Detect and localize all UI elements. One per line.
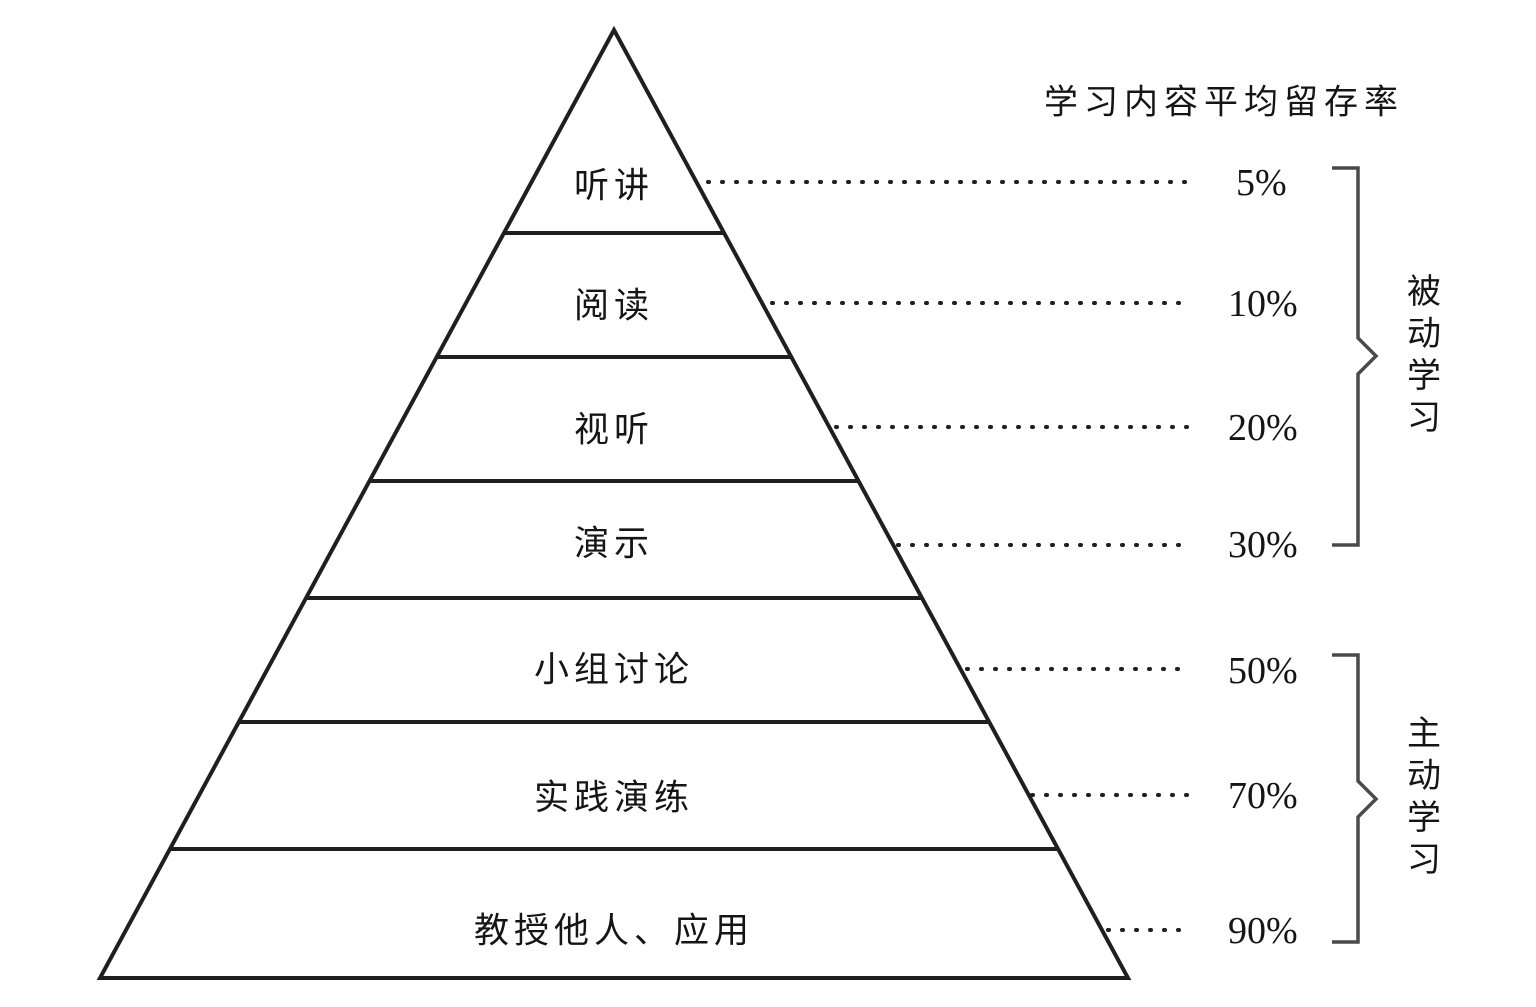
pyramid-level-label-1: 听讲	[573, 166, 655, 207]
group-label-active-learning: 主动学习	[1400, 715, 1441, 883]
pyramid-level-label-2: 阅读	[573, 286, 655, 327]
pyramid-level-label-4: 演示	[573, 524, 655, 565]
chart-title: 学习内容平均留存率	[1044, 82, 1404, 123]
pyramid-outline	[96, 25, 1132, 980]
active-group-brace	[1332, 653, 1379, 944]
retention-value-2: 10%	[1228, 283, 1298, 325]
retention-value-3: 20%	[1228, 407, 1298, 449]
pyramid-level-label-5: 小组讨论	[533, 650, 695, 691]
retention-value-1: 5%	[1236, 162, 1287, 204]
retention-value-5: 50%	[1228, 650, 1298, 692]
group-label-passive-learning: 被动学习	[1400, 273, 1441, 441]
retention-value-7: 90%	[1228, 910, 1298, 952]
pyramid-level-label-7: 教授他人、应用	[473, 911, 755, 952]
pyramid-level-label-6: 实践演练	[533, 778, 695, 819]
pyramid-level-label-3: 视听	[573, 410, 655, 451]
retention-value-4: 30%	[1228, 524, 1298, 566]
passive-group-brace	[1332, 166, 1379, 547]
retention-value-6: 70%	[1228, 775, 1298, 817]
